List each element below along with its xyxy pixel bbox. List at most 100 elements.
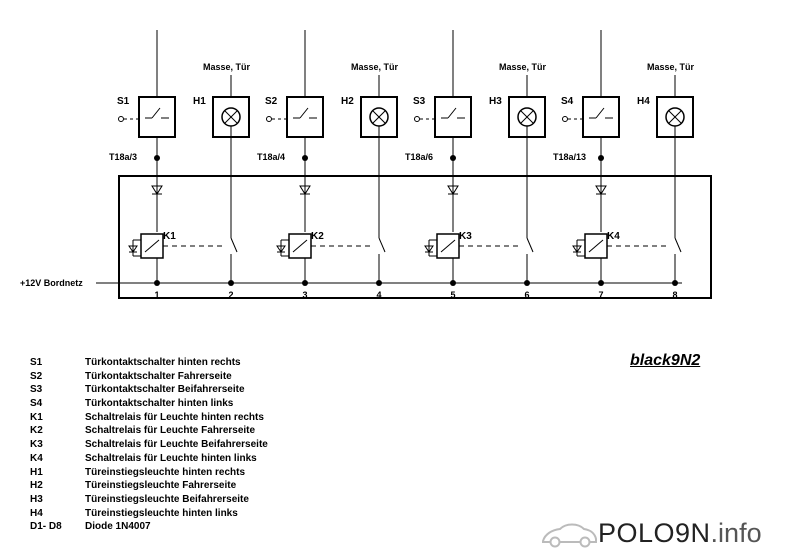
lamp-cross-b <box>372 110 386 124</box>
legend-code: K4 <box>30 452 43 464</box>
relay-pin-node <box>598 280 604 286</box>
lamp-cross-b <box>224 110 238 124</box>
lamp-ground-label: Masse, Tür <box>647 62 695 72</box>
relay-label: K1 <box>163 231 176 242</box>
switch-terminal-icon <box>118 116 124 122</box>
lamp-label: H3 <box>489 96 502 107</box>
relay-coil-slash <box>292 239 308 253</box>
lamp-cross-b <box>520 110 534 124</box>
legend-row: K4 Schaltrelais für Leuchte hinten links <box>30 452 268 466</box>
lamp-ground-label: Masse, Tür <box>203 62 251 72</box>
contact-pin-node <box>672 280 678 286</box>
relay-coil-slash <box>588 239 604 253</box>
door-switch-box <box>286 96 324 138</box>
connector-point <box>302 155 308 161</box>
relay-pin-number: 7 <box>598 290 603 300</box>
relay-pin-number: 3 <box>302 290 307 300</box>
relay-pin-node <box>450 280 456 286</box>
relay-label: K4 <box>607 231 620 242</box>
legend-code: S2 <box>30 370 43 382</box>
relay-pin-node <box>154 280 160 286</box>
legend-row: K3 Schaltrelais für Leuchte Beifahrerseit… <box>30 438 268 452</box>
relay-pin-number: 5 <box>450 290 455 300</box>
relay-contact-blade <box>230 237 238 253</box>
switch-terminal-icon <box>266 116 272 122</box>
legend-description: Schaltrelais für Leuchte hinten links <box>85 452 257 464</box>
legend-code: D1- D8 <box>30 521 62 533</box>
legend-row: S3 Türkontaktschalter Beifahrerseite <box>30 383 268 397</box>
legend-row: H1 Türeinstiegsleuchte hinten rechts <box>30 466 268 480</box>
connector-label: T18a/13 <box>553 152 586 162</box>
legend-code: K2 <box>30 425 43 437</box>
connector-label: T18a/6 <box>405 152 433 162</box>
switch-label: S1 <box>117 96 130 107</box>
switch-terminal-icon <box>562 116 568 122</box>
legend-description: Türkontaktschalter hinten rechts <box>85 357 241 368</box>
relay-contact-blade <box>526 237 534 253</box>
legend-code: S4 <box>30 398 43 410</box>
brand-name: POLO9N <box>598 517 711 548</box>
legend-row: D1- D8 Diode 1N4007 <box>30 520 268 534</box>
freewheel-diode-icon <box>424 245 434 253</box>
legend-code: K3 <box>30 439 43 451</box>
relay-coil-slash <box>144 239 160 253</box>
legend-description: Türkontaktschalter Beifahrerseite <box>85 384 245 396</box>
diode-icon <box>299 185 311 195</box>
freewheel-diode-icon <box>276 245 286 253</box>
legend-description: Schaltrelais für Leuchte hinten rechts <box>85 411 264 423</box>
car-logo-icon <box>542 523 597 548</box>
legend-code: S3 <box>30 384 43 396</box>
relay-label: K2 <box>311 231 324 242</box>
relay-pin-node <box>302 280 308 286</box>
connector-label: T18a/3 <box>109 152 137 162</box>
switch-label: S3 <box>413 96 426 107</box>
diode-icon <box>447 185 459 195</box>
legend-description: Türeinstiegsleuchte hinten rechts <box>85 466 246 478</box>
legend-description: Türkontaktschalter hinten links <box>85 398 234 410</box>
contact-pin-node <box>376 280 382 286</box>
relay-pin-number: 1 <box>154 290 159 300</box>
switch-label: S2 <box>265 96 278 107</box>
diode-icon <box>151 185 163 195</box>
contact-pin-number: 2 <box>228 290 233 300</box>
switch-label: S4 <box>561 96 574 107</box>
contact-pin-number: 8 <box>672 290 677 300</box>
legend-description: Schaltrelais für Leuchte Beifahrerseite <box>85 439 268 451</box>
connector-point <box>598 155 604 161</box>
legend-row: K1 Schaltrelais für Leuchte hinten rechts <box>30 411 268 425</box>
legend-description: Diode 1N4007 <box>85 521 151 533</box>
lamp-label: H1 <box>193 96 206 107</box>
contact-pin-node <box>524 280 530 286</box>
relay-coil-slash <box>440 239 456 253</box>
brand-suffix: .info <box>710 517 762 548</box>
switch-terminal-icon <box>414 116 420 122</box>
author-signature: black9N2 <box>630 352 701 369</box>
legend-code: K1 <box>30 411 43 423</box>
legend-code: H1 <box>30 466 43 478</box>
door-switch-box <box>582 96 620 138</box>
door-switch-box <box>434 96 472 138</box>
legend-description: Schaltrelais für Leuchte Fahrerseite <box>85 425 256 437</box>
legend-description: Türeinstiegsleuchte Beifahrerseite <box>85 493 249 505</box>
lamp-ground-label: Masse, Tür <box>351 62 399 72</box>
legend-row: S4 Türkontaktschalter hinten links <box>30 397 268 411</box>
connector-point <box>154 155 160 161</box>
contact-pin-node <box>228 280 234 286</box>
legend-description: Türeinstiegsleuchte Fahrerseite <box>85 480 237 492</box>
contact-pin-number: 4 <box>376 290 381 300</box>
legend-row: K2 Schaltrelais für Leuchte Fahrerseite <box>30 424 268 438</box>
freewheel-diode-icon <box>128 245 138 253</box>
contact-pin-number: 6 <box>524 290 529 300</box>
legend-description: Türkontaktschalter Fahrerseite <box>85 370 232 382</box>
lamp-label: H2 <box>341 96 354 107</box>
switch-blade <box>447 107 457 119</box>
door-switch-box <box>138 96 176 138</box>
lamp-label: H4 <box>637 96 650 107</box>
freewheel-diode-icon <box>572 245 582 253</box>
relay-contact-blade <box>674 237 682 253</box>
switch-blade <box>299 107 309 119</box>
